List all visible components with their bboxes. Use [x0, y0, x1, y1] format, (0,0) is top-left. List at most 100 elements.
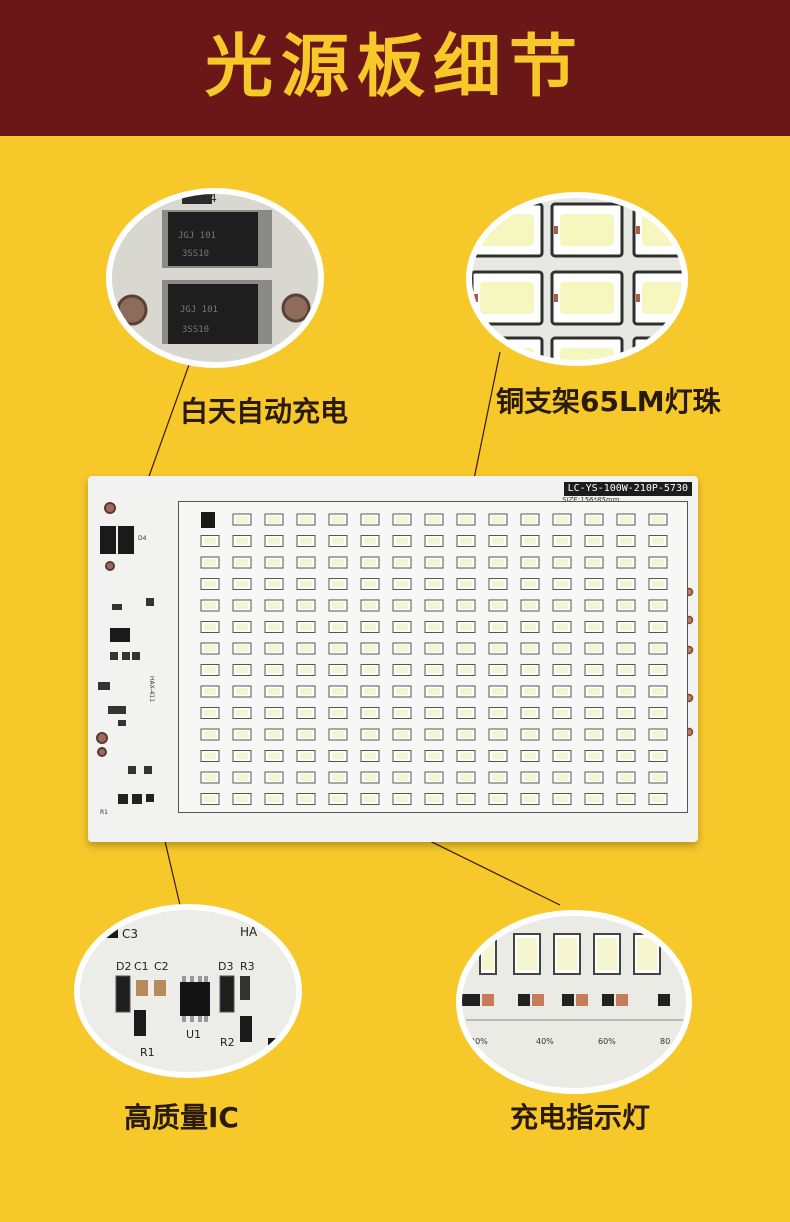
- led-zoom-bead-pad: [636, 226, 640, 234]
- led-bead-core: [492, 666, 504, 674]
- svg-text:U1: U1: [186, 1028, 201, 1041]
- led-bead-core: [652, 516, 664, 523]
- led-bead-core: [268, 559, 280, 566]
- led-bead-core: [492, 645, 504, 652]
- board-model-label: LC-YS-100W-210P-5730: [563, 482, 692, 496]
- led-bead-core: [332, 774, 344, 781]
- led-bead-core: [492, 537, 504, 545]
- led-bead-core: [556, 774, 568, 781]
- led-bead-core: [236, 602, 248, 609]
- led-bead-core: [204, 580, 216, 588]
- led-bead-core: [300, 602, 312, 609]
- led-bead-core: [396, 731, 408, 738]
- led-bead-core: [204, 795, 216, 803]
- led-bead-core: [204, 666, 216, 674]
- solder-pad-right: [281, 293, 311, 323]
- led-bead-core: [460, 559, 472, 566]
- led-bead-core: [300, 666, 312, 674]
- board-size-label: SIZE:156*85mm: [562, 496, 620, 504]
- led-bead-core: [332, 623, 344, 631]
- indicator-80: 80: [660, 1037, 670, 1046]
- led-bead-core: [556, 709, 568, 717]
- led-bead-core: [268, 688, 280, 695]
- board-ic-chip: [201, 512, 215, 528]
- led-bead-core: [652, 774, 664, 781]
- led-bead-core: [588, 645, 600, 652]
- led-bead-core: [588, 709, 600, 717]
- led-bead-core: [524, 559, 536, 566]
- indicator-20: 20%: [470, 1037, 488, 1046]
- led-bead-core: [652, 537, 664, 545]
- led-bead-core: [460, 623, 472, 631]
- led-bead-core: [268, 645, 280, 652]
- led-bead-core: [396, 537, 408, 545]
- diode-chips-illustration: D4 JGJ 101 3SS10 JGJ 101 3SS10: [112, 194, 318, 362]
- label-ic: 高质量IC: [124, 1101, 239, 1134]
- led-bead-core: [332, 537, 344, 545]
- led-bead-core: [204, 645, 216, 652]
- led-bead-core: [524, 602, 536, 609]
- c3-label: C3: [122, 927, 138, 941]
- led-bead-core: [492, 516, 504, 523]
- led-bead-core: [524, 537, 536, 545]
- led-bead-core: [652, 559, 664, 566]
- led-bead-core: [492, 623, 504, 631]
- label-led: 铜支架65LM灯珠: [496, 385, 721, 418]
- led-bead-core: [428, 537, 440, 545]
- led-bead-core: [268, 580, 280, 588]
- led-bead-core: [428, 709, 440, 717]
- led-zoom-bead-pad: [554, 226, 558, 234]
- led-bead-core: [556, 645, 568, 652]
- led-bead-core: [300, 795, 312, 803]
- led-bead-core: [300, 645, 312, 652]
- led-bead-core: [588, 537, 600, 545]
- led-bead-core: [396, 580, 408, 588]
- led-grid: [200, 512, 668, 805]
- led-bead-core: [524, 795, 536, 803]
- led-bead-core: [460, 709, 472, 717]
- led-bead-core: [556, 623, 568, 631]
- led-bead-core: [268, 752, 280, 760]
- led-bead-core: [588, 731, 600, 738]
- led-bead-core: [428, 602, 440, 609]
- led-zoom-bead-core: [560, 214, 614, 246]
- led-bead-core: [620, 623, 632, 631]
- led-bead-core: [524, 731, 536, 738]
- led-bead-core: [428, 774, 440, 781]
- svg-text:3SS10: 3SS10: [182, 325, 209, 335]
- svg-text:R1: R1: [100, 809, 108, 816]
- led-bead-core: [300, 688, 312, 695]
- led-bead-core: [364, 516, 376, 523]
- svg-text:D4: D4: [138, 535, 147, 542]
- led-bead-core: [204, 688, 216, 695]
- led-bead-core: [332, 709, 344, 717]
- led-bead-core: [620, 559, 632, 566]
- indicator-40: 40%: [536, 1037, 554, 1046]
- led-bead-core: [460, 645, 472, 652]
- led-bead-core: [396, 666, 408, 674]
- led-bead-core: [332, 602, 344, 609]
- led-bead-core: [524, 709, 536, 717]
- led-bead-core: [204, 731, 216, 738]
- led-bead-core: [460, 516, 472, 523]
- led-bead-core: [268, 774, 280, 781]
- led-bead-core: [396, 645, 408, 652]
- led-bead-core: [652, 795, 664, 803]
- led-bead-core: [556, 537, 568, 545]
- led-bead-core: [428, 559, 440, 566]
- led-bead-core: [236, 645, 248, 652]
- led-bead-core: [492, 709, 504, 717]
- led-bead-core: [460, 752, 472, 760]
- led-bead-core: [204, 602, 216, 609]
- led-bead-core: [460, 580, 472, 588]
- led-bead-core: [300, 731, 312, 738]
- led-bead-core: [620, 752, 632, 760]
- led-bead-core: [652, 752, 664, 760]
- callout-charging-indicator: 20% 40% 60% 80: [456, 910, 692, 1094]
- led-bead-core: [364, 645, 376, 652]
- led-bead-core: [620, 602, 632, 609]
- led-bead-core: [652, 666, 664, 674]
- callout-quality-ic: C3 HA D2 C1 C2 D3 R3 U1 R1 R2: [74, 904, 302, 1078]
- led-bead-core: [524, 645, 536, 652]
- led-bead-core: [236, 537, 248, 545]
